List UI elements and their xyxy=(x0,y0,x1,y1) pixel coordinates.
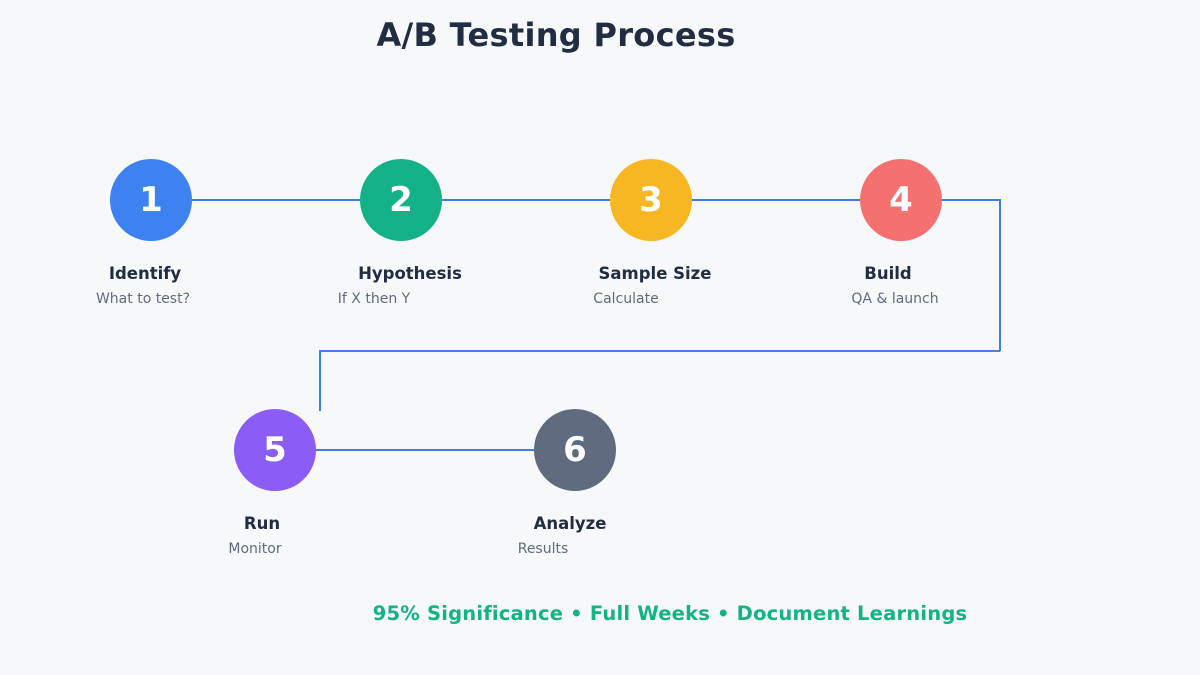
step-3-circle: 3 xyxy=(610,159,692,241)
step-6-label: Analyze xyxy=(533,514,607,533)
step-4-label: Build xyxy=(864,264,912,283)
step-5-sublabel: Monitor xyxy=(228,541,282,557)
connector-step5-step6 xyxy=(316,449,534,451)
step-3-sublabel: Calculate xyxy=(593,291,659,307)
step-5-circle: 5 xyxy=(234,409,316,491)
step-4-sublabel: QA & launch xyxy=(851,291,939,307)
step-2-number: 2 xyxy=(389,180,413,220)
step-6-number: 6 xyxy=(563,430,587,470)
step-1-circle: 1 xyxy=(110,159,192,241)
step-5-number: 5 xyxy=(263,430,287,470)
step-3-label: Sample Size xyxy=(598,264,712,283)
step-6-sublabel: Results xyxy=(517,541,569,557)
step-2-circle: 2 xyxy=(360,159,442,241)
step-1-number: 1 xyxy=(139,180,163,220)
step-4-number: 4 xyxy=(889,180,913,220)
connector-right-vertical xyxy=(999,199,1001,351)
step-3-number: 3 xyxy=(639,180,663,220)
step-5-label: Run xyxy=(243,514,281,533)
step-2-label: Hypothesis xyxy=(358,264,462,283)
step-4-circle: 4 xyxy=(860,159,942,241)
page-title: A/B Testing Process xyxy=(376,16,736,54)
footer-note: 95% Significance • Full Weeks • Document… xyxy=(372,602,968,625)
connector-step4-right xyxy=(942,199,1000,201)
step-1-sublabel: What to test? xyxy=(95,291,191,307)
connector-down-to-step5 xyxy=(319,350,321,411)
connector-step2-step3 xyxy=(442,199,610,201)
step-1-label: Identify xyxy=(108,264,182,283)
connector-step1-step2 xyxy=(192,199,360,201)
connector-step3-step4 xyxy=(692,199,860,201)
connector-return-horizontal xyxy=(319,350,1000,352)
step-2-sublabel: If X then Y xyxy=(337,291,411,307)
step-6-circle: 6 xyxy=(534,409,616,491)
